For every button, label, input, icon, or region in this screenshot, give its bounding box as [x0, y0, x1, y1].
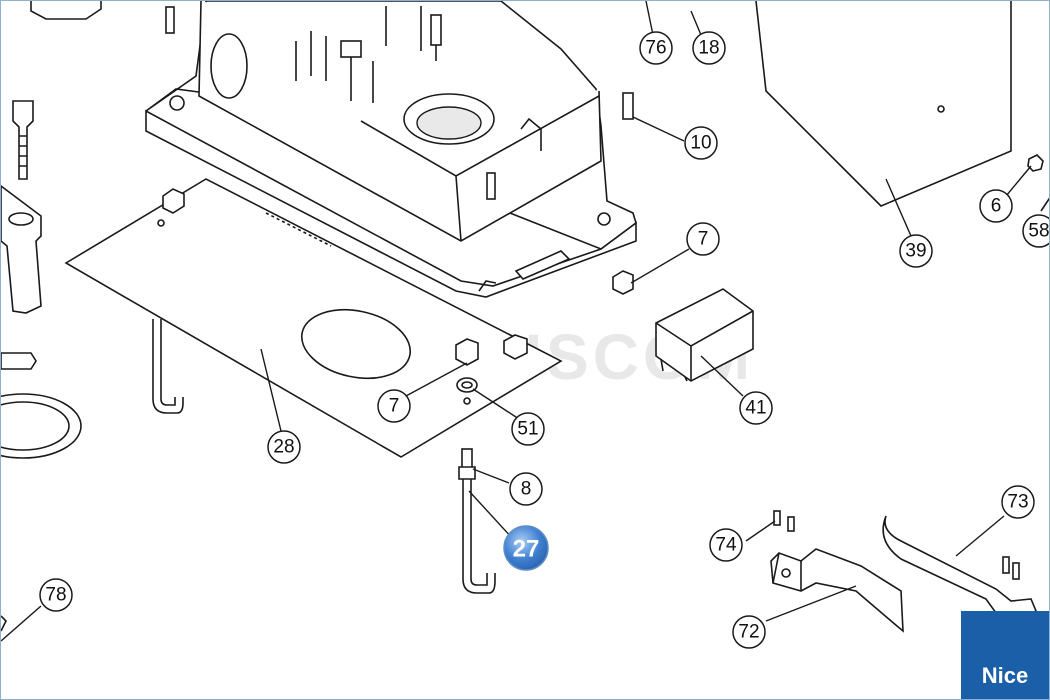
callout-10[interactable]: 10	[684, 126, 718, 160]
callouts: 76 18 10 6 58 39 7 41 7 51 28 8 27 78 73…	[39, 31, 1050, 649]
svg-text:73: 73	[1007, 492, 1028, 513]
release-rod	[152, 319, 496, 594]
nut	[503, 334, 528, 360]
svg-text:8: 8	[521, 479, 532, 500]
callout-6[interactable]: 6	[979, 189, 1013, 223]
svg-text:39: 39	[905, 241, 926, 262]
nut	[162, 188, 185, 214]
svg-text:51: 51	[517, 419, 538, 440]
callout-72[interactable]: 72	[732, 615, 766, 649]
callout-39[interactable]: 39	[899, 234, 933, 268]
cover	[755, 1, 1049, 212]
left-parts	[1, 1, 175, 632]
svg-text:28: 28	[273, 437, 294, 458]
callout-8[interactable]: 8	[509, 472, 543, 506]
callout-76[interactable]: 76	[639, 31, 673, 65]
callout-27-highlighted[interactable]: 27	[503, 525, 549, 571]
callout-74[interactable]: 74	[709, 528, 743, 562]
svg-text:41: 41	[745, 398, 766, 419]
base-plate	[64, 178, 563, 458]
svg-text:76: 76	[645, 38, 666, 59]
svg-text:27: 27	[513, 536, 540, 563]
svg-text:7: 7	[389, 396, 400, 417]
svg-text:7: 7	[698, 229, 709, 250]
svg-text:6: 6	[991, 196, 1002, 217]
svg-text:10: 10	[690, 133, 711, 154]
callout-41[interactable]: 41	[739, 391, 773, 425]
svg-text:74: 74	[715, 535, 737, 556]
nut-7	[612, 270, 634, 295]
cap	[655, 288, 754, 382]
leader-lines	[1, 1, 1032, 642]
stud-10	[622, 92, 634, 120]
svg-text:18: 18	[698, 38, 719, 59]
svg-text:78: 78	[45, 585, 66, 606]
callout-7-right[interactable]: 7	[686, 222, 720, 256]
callout-28[interactable]: 28	[267, 430, 301, 464]
motor-housing	[145, 1, 637, 298]
callout-18[interactable]: 18	[692, 31, 726, 65]
brand-logo: Nice	[961, 611, 1049, 699]
callout-78[interactable]: 78	[39, 578, 73, 612]
hardware	[162, 92, 1044, 393]
svg-text:72: 72	[738, 622, 759, 643]
callout-73[interactable]: 73	[1001, 485, 1035, 519]
nut-7b	[455, 338, 479, 366]
nut-6	[1027, 154, 1044, 172]
callout-7-center[interactable]: 7	[377, 389, 411, 423]
svg-text:58: 58	[1028, 221, 1049, 242]
callout-51[interactable]: 51	[511, 412, 545, 446]
callout-58[interactable]: 58	[1022, 214, 1050, 248]
